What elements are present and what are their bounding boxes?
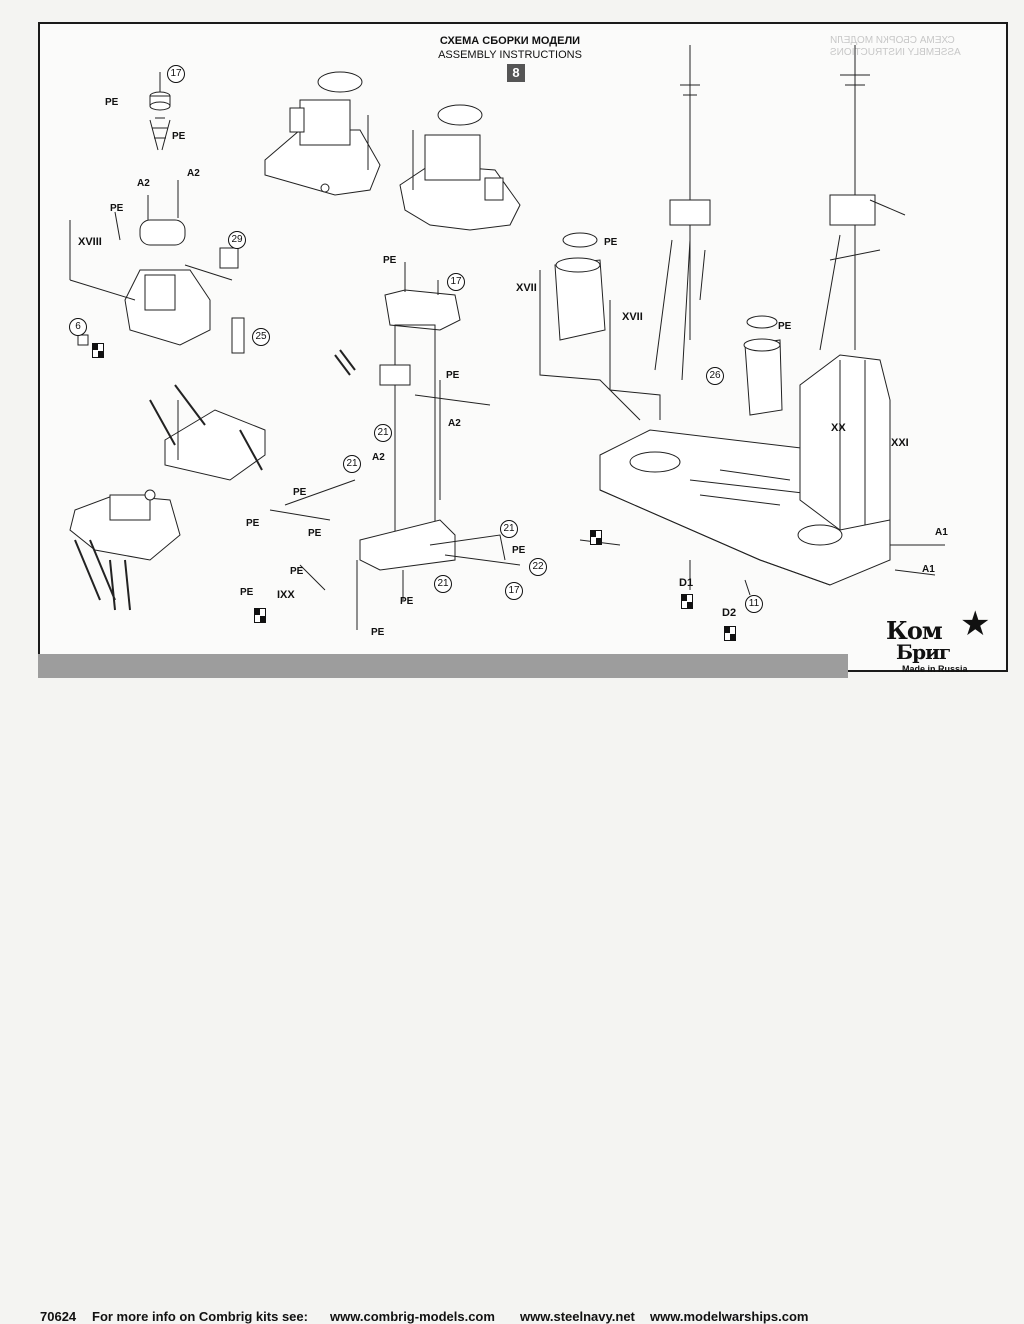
funnel-1 xyxy=(554,232,606,341)
label-pe-12: PE xyxy=(371,627,385,638)
combrig-logo: Ком Бриг ★ Made in Russia xyxy=(880,605,991,674)
footer-link-modelwarships[interactable]: www.modelwarships.com xyxy=(650,1309,809,1324)
upper-bridge-assembly-1 xyxy=(264,71,381,196)
title-ru: СХЕМА СБОРКИ МОДЕЛИ xyxy=(439,35,581,47)
label-pe-14: PE xyxy=(604,237,618,248)
part-number-22: 22 xyxy=(529,558,547,576)
title-en: ASSEMBLY INSTRUCTIONS xyxy=(438,49,582,61)
label-a1-1: A1 xyxy=(935,527,948,538)
label-a2-3: A2 xyxy=(448,418,461,429)
paint-code-icon-2 xyxy=(254,608,266,623)
assembly-drawing xyxy=(69,45,945,630)
part-number-21c: 21 xyxy=(500,520,518,538)
page-header: СХЕМА СБОРКИ МОДЕЛИ ASSEMBLY INSTRUCTION… xyxy=(420,34,600,62)
label-a2-2: A2 xyxy=(137,178,150,189)
label-pe-1: PE xyxy=(105,97,119,108)
kit-number: 70624 xyxy=(40,1309,77,1324)
funnel-2 xyxy=(743,315,783,416)
part-number-17a: 17 xyxy=(167,65,185,83)
paint-code-icon-3 xyxy=(590,530,602,545)
logo-tagline: Made in Russia xyxy=(902,664,968,674)
left-platform xyxy=(149,384,266,481)
logo-line-1: Ком xyxy=(886,616,943,645)
label-pe-15: PE xyxy=(778,321,792,332)
label-d1: D1 xyxy=(679,577,694,589)
center-tower xyxy=(269,262,521,630)
step-number-badge: 8 xyxy=(507,64,525,82)
label-pe-5: PE xyxy=(446,370,460,381)
label-pe-9: PE xyxy=(290,566,304,577)
part-number-21a: 21 xyxy=(374,424,392,442)
part-number-11: 11 xyxy=(745,595,763,613)
part-number-29: 29 xyxy=(228,231,246,249)
footer-link-steelnavy[interactable]: www.steelnavy.net xyxy=(520,1309,635,1324)
footer-link-combrig[interactable]: www.combrig-models.com xyxy=(330,1309,495,1324)
part-number-26: 26 xyxy=(706,367,724,385)
label-a2-4: A2 xyxy=(372,452,385,463)
aft-tower xyxy=(799,354,891,531)
label-pe-13: PE xyxy=(512,545,526,556)
part-number-21b: 21 xyxy=(343,455,361,473)
logo-line-2: Бриг xyxy=(896,640,951,664)
left-mast-subassembly xyxy=(69,72,245,354)
label-a1-2: A1 xyxy=(922,564,935,575)
label-xvii-left: XVII xyxy=(516,282,537,294)
label-pe-2: PE xyxy=(172,131,186,142)
label-pe-4: PE xyxy=(383,255,397,266)
paint-code-icon-5 xyxy=(724,626,736,641)
footer: 70624 For more info on Combrig kits see:… xyxy=(0,650,1024,1324)
part-number-6: 6 xyxy=(69,318,87,336)
main-mast xyxy=(819,45,906,351)
label-ixx: IXX xyxy=(277,589,295,601)
star-icon: ★ xyxy=(960,605,991,643)
part-number-21d: 21 xyxy=(434,575,452,593)
label-xviii: XVIII xyxy=(78,236,102,248)
footer-bar xyxy=(38,654,848,678)
label-xx: XX xyxy=(831,422,846,434)
label-d2: D2 xyxy=(722,607,737,619)
label-pe-11: PE xyxy=(400,596,414,607)
left-bottom-structure xyxy=(69,489,181,611)
label-xvii-right: XVII xyxy=(622,311,643,323)
label-pe-3: PE xyxy=(110,203,124,214)
footer-info-text: For more info on Combrig kits see: xyxy=(92,1309,308,1324)
label-a2-1: A2 xyxy=(187,168,200,179)
part-number-17b: 17 xyxy=(447,273,465,291)
label-pe-10: PE xyxy=(240,587,254,598)
fore-mast xyxy=(654,45,711,381)
part-number-17c: 17 xyxy=(505,582,523,600)
upper-bridge-assembly-2 xyxy=(399,104,521,231)
part-number-25: 25 xyxy=(252,328,270,346)
paint-code-icon-4 xyxy=(681,594,693,609)
label-pe-6: PE xyxy=(293,487,307,498)
label-xxi: XXI xyxy=(891,437,909,449)
label-pe-7: PE xyxy=(246,518,260,529)
label-pe-8: PE xyxy=(308,528,322,539)
paint-code-icon-1 xyxy=(92,343,104,358)
